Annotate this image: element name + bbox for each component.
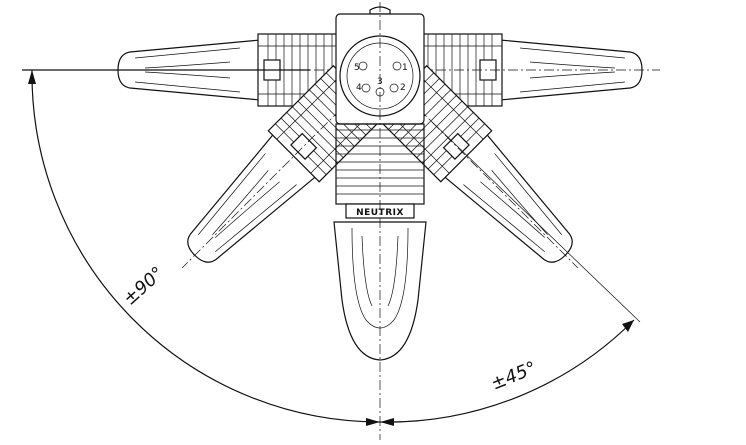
connector-center-vertical: NEUTRIX 5 1 4 2 3 (333, 2, 427, 440)
arrowhead-right (622, 320, 634, 332)
dimension-arc-90 (31, 69, 381, 423)
arrowhead-bottom-left (366, 418, 380, 426)
arrowhead-top (28, 70, 36, 84)
angle-label-45: ±45° (488, 358, 539, 395)
pin-label-2: 2 (400, 83, 406, 93)
pin-label-5: 5 (354, 63, 360, 73)
arrowhead-bottom-right (380, 418, 394, 426)
pin-label-1: 1 (402, 63, 408, 73)
dimension-arc-45 (379, 319, 635, 423)
reference-line-45 (429, 119, 641, 323)
angle-label-90: ±90° (119, 263, 168, 310)
pin-label-4: 4 (356, 83, 362, 93)
